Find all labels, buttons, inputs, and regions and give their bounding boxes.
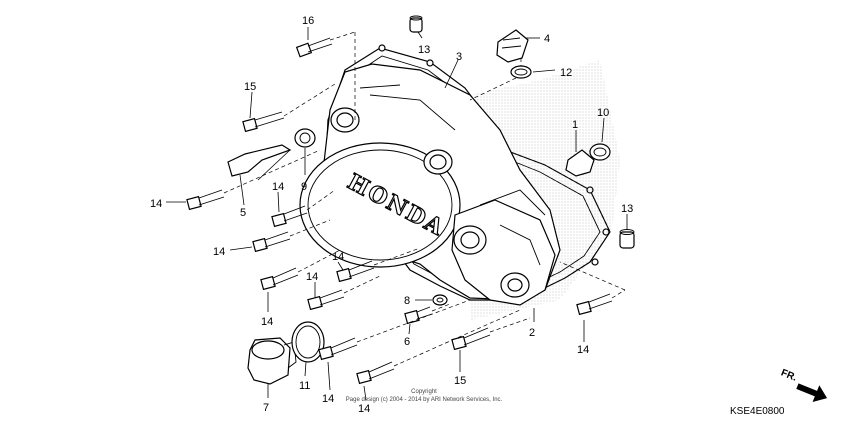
o-ring-10: [589, 143, 611, 161]
callout-7: 7: [263, 402, 269, 414]
callout-11: 11: [299, 380, 310, 392]
callout-5: 5: [240, 207, 246, 219]
o-ring-11: [291, 321, 325, 363]
copyright-line-2: Page design (c) 2004 - 2014 by ARI Netwo…: [346, 397, 503, 403]
right-crankcase-cover: [299, 63, 561, 306]
bolt-14-g: [318, 337, 358, 361]
callout-14-f: 14: [261, 316, 273, 328]
bolt-14-e: [336, 260, 375, 283]
callout-14-h: 14: [322, 393, 334, 405]
callout-14-b: 14: [272, 181, 284, 193]
dowel-pin-13-lower: [619, 229, 635, 249]
bolt-14-h: [356, 361, 395, 385]
bolt-14-a: [186, 189, 225, 211]
bolt-14-c: [252, 231, 291, 253]
dowel-pin-13-upper: [409, 15, 423, 33]
bolt-14-f: [307, 289, 345, 311]
bolt-14-d: [260, 267, 299, 291]
bolt-16: [295, 37, 333, 58]
bolt-6: [404, 306, 433, 325]
assembly-lines: [223, 31, 626, 367]
washer-8: [432, 294, 448, 306]
diagram-code: KSE4E0800: [730, 406, 785, 417]
callout-14-a: 14: [150, 198, 162, 210]
filter-cap-7: [247, 337, 297, 385]
callout-13-upper: 13: [418, 44, 430, 56]
callout-9: 9: [301, 181, 307, 193]
oil-seal-9: [294, 128, 316, 148]
callout-14-c: 14: [213, 246, 225, 258]
callout-12: 12: [560, 67, 572, 79]
callout-14-e: 14: [306, 271, 318, 283]
bolt-14-i: [576, 293, 613, 316]
front-direction-arrow: FR.: [779, 367, 828, 402]
callout-14-g: 14: [577, 344, 589, 356]
direction-label: FR.: [779, 367, 798, 383]
clamp-5: [227, 144, 292, 177]
callout-13-lower: 13: [621, 203, 633, 215]
callout-10: 10: [597, 107, 609, 119]
bolt-15-lower: [451, 327, 491, 351]
bolt-15-upper: [242, 111, 285, 133]
oil-filler-cap-4: [496, 29, 529, 63]
callout-14-d: 14: [332, 251, 344, 263]
callout-4: 4: [544, 33, 550, 45]
collar-1: [565, 149, 595, 177]
callout-1: 1: [572, 119, 578, 131]
callout-15-lower: 15: [454, 375, 466, 387]
callout-15-upper: 15: [244, 81, 256, 93]
callout-16: 16: [302, 15, 314, 27]
arrow-icon: [796, 383, 828, 402]
copyright-line-1: Copyright: [411, 389, 437, 395]
callout-2: 2: [529, 327, 535, 339]
bolt-14-b: [271, 205, 308, 228]
callout-8: 8: [404, 295, 410, 307]
callout-6: 6: [404, 336, 410, 348]
o-ring-12: [510, 65, 532, 79]
callout-3: 3: [456, 51, 462, 63]
leader-lines: [166, 27, 628, 401]
callout-14-i: 14: [358, 403, 370, 415]
callout-labels: 16 13 4 3 12 15 1 10 9 14 5 14 13 14 14 …: [150, 15, 633, 415]
